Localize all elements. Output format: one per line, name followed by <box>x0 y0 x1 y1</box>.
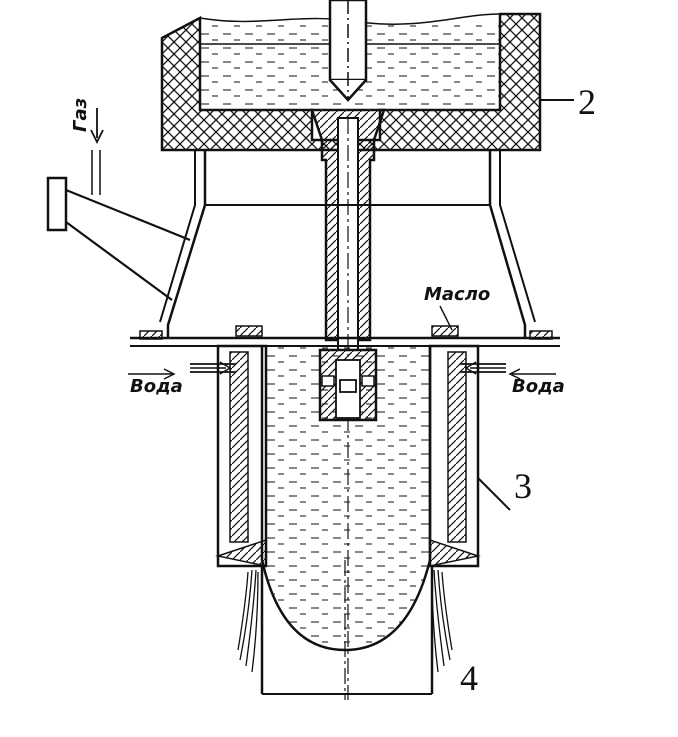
water-spray-left <box>237 569 259 673</box>
callout-3-leader <box>477 477 511 511</box>
water-label-right: Вода <box>512 376 565 397</box>
oil-label: Масло <box>424 284 490 305</box>
gas-inlet-pipe <box>46 150 191 301</box>
gas-hood <box>159 150 536 338</box>
ingot <box>260 560 434 700</box>
gas-label: Газ <box>70 98 91 132</box>
stopper-rod <box>328 0 368 102</box>
submerged-nozzle-tip <box>318 348 378 422</box>
water-label-left: Вода <box>130 376 183 397</box>
callout-3: 3 <box>514 466 532 506</box>
callout-2: 2 <box>578 82 596 122</box>
water-spray-right <box>431 569 453 673</box>
callout-4: 4 <box>460 658 478 698</box>
water-inlet-left <box>190 361 236 375</box>
water-inlet-right <box>460 361 506 375</box>
gas-flow-arrow <box>90 108 104 145</box>
